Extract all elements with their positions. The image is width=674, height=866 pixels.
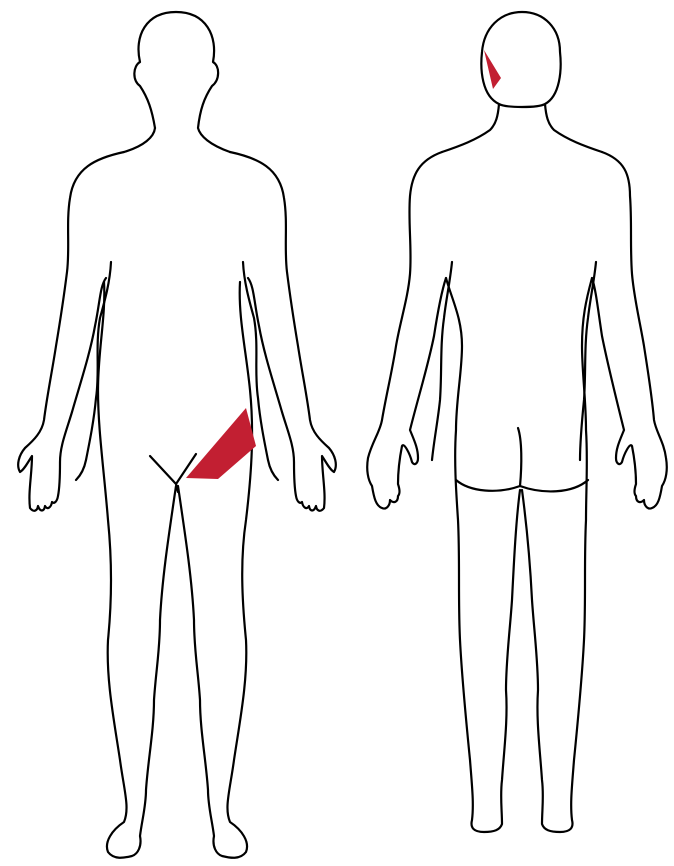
back-body-figure [367, 12, 667, 832]
front-groin-pain-highlight [186, 408, 256, 479]
back-left-leg-outline [446, 278, 520, 832]
back-right-leg-outline [522, 278, 592, 832]
front-right-arm-outline [230, 152, 336, 511]
front-left-leg-outline [98, 282, 176, 858]
back-gluteal-cleft [518, 428, 521, 486]
front-left-inner-arm [76, 262, 111, 480]
front-body-figure [18, 12, 336, 858]
front-neck-left [124, 128, 155, 152]
front-groin-lines [150, 454, 196, 492]
back-head-outline [442, 12, 602, 152]
front-left-arm-outline [18, 152, 124, 511]
front-head-outline [134, 12, 230, 152]
back-head-pain-highlight [484, 50, 501, 89]
back-left-arm-outline [367, 152, 446, 509]
back-right-arm-outline [592, 152, 667, 509]
front-right-leg-outline [178, 282, 252, 858]
